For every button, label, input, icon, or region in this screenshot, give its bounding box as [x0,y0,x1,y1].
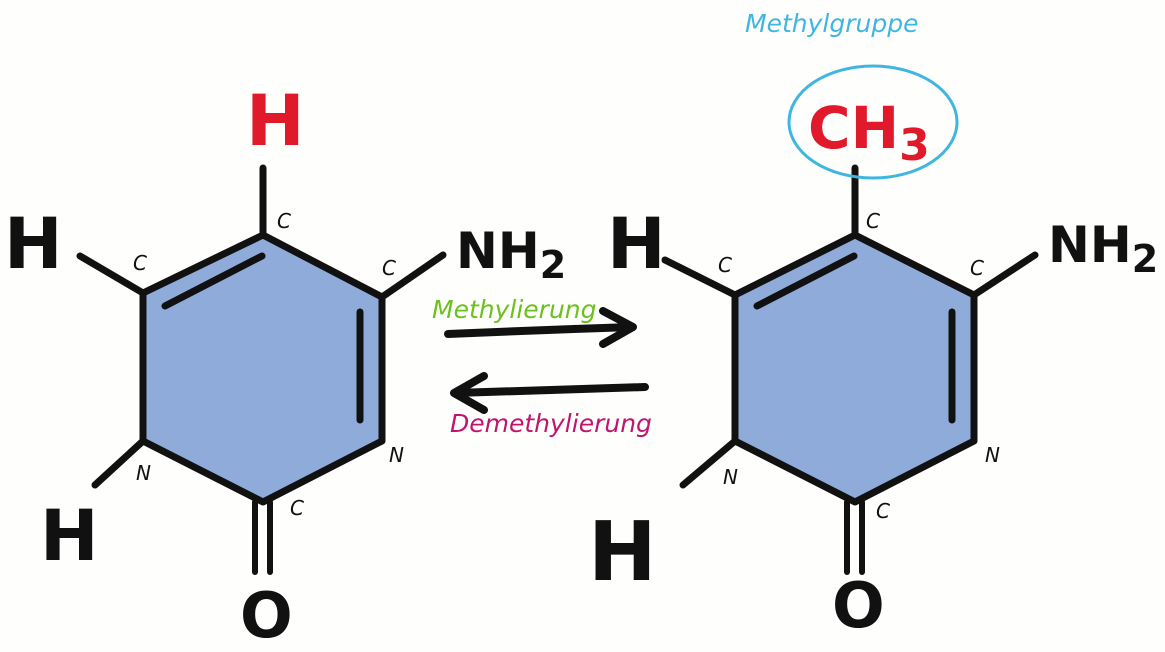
methylcytosine-bottom-h: H [588,505,657,600]
methylcytosine-ch3: CH3 [808,94,930,171]
cytosine-nh2: NH2 [456,222,566,287]
cytosine-oxygen: O [240,579,293,652]
methylcytosine-nh2: NH2 [1048,216,1158,281]
reaction-arrows: Methylierung Demethylierung [432,295,652,438]
methylcytosine-bond-left-h [661,256,739,299]
methylcytosine-oxygen: O [832,569,885,642]
methylcytosine-double-bond-top [753,252,858,310]
methylcytosine-c-top: C [866,209,880,233]
cytosine-c-left: C [133,251,147,275]
methylcytosine-ring [731,231,978,506]
methylcytosine-c-left: C [718,253,732,277]
cytosine-top-h: H [246,80,305,162]
cytosine-bond-bottom-h [91,437,147,489]
cytosine-bond-nh2 [378,251,447,301]
methylation-label: Methylierung [432,295,597,324]
methylcytosine-bond-bottom-h [679,437,739,489]
methylcytosine-left-h: H [607,203,666,285]
methylcytosine-bond-nh2 [970,251,1039,299]
cytosine-n-left: N [136,461,151,485]
cytosine-bottom-h: H [40,495,99,577]
cytosine-n-right: N [389,443,404,467]
methylcytosine-molecule: Methylgruppe CH3 H H NH2 O C C C C N N [588,9,1158,642]
cytosine-molecule: H H H NH2 O C C C C N N [4,80,566,652]
methylcytosine-n-left: N [723,465,738,489]
methylcytosine-c-right: C [970,256,984,280]
cytosine-left-h: H [4,203,63,285]
methylcytosine-c-bottom: C [876,499,890,523]
methyl-group-label: Methylgruppe [745,9,918,38]
cytosine-ring [139,231,386,506]
cytosine-bond-left-h [76,252,147,297]
cytosine-double-bond-top [161,252,266,310]
demethylation-arrow: Demethylierung [450,372,652,438]
methylation-arrow: Methylierung [432,295,637,348]
demethylation-label: Demethylierung [450,409,652,438]
cytosine-c-bottom: C [290,496,304,520]
methyl-group-circle [787,64,959,180]
methylcytosine-n-right: N [985,443,1000,467]
cytosine-c-right: C [382,256,396,280]
cytosine-c-top: C [277,209,291,233]
